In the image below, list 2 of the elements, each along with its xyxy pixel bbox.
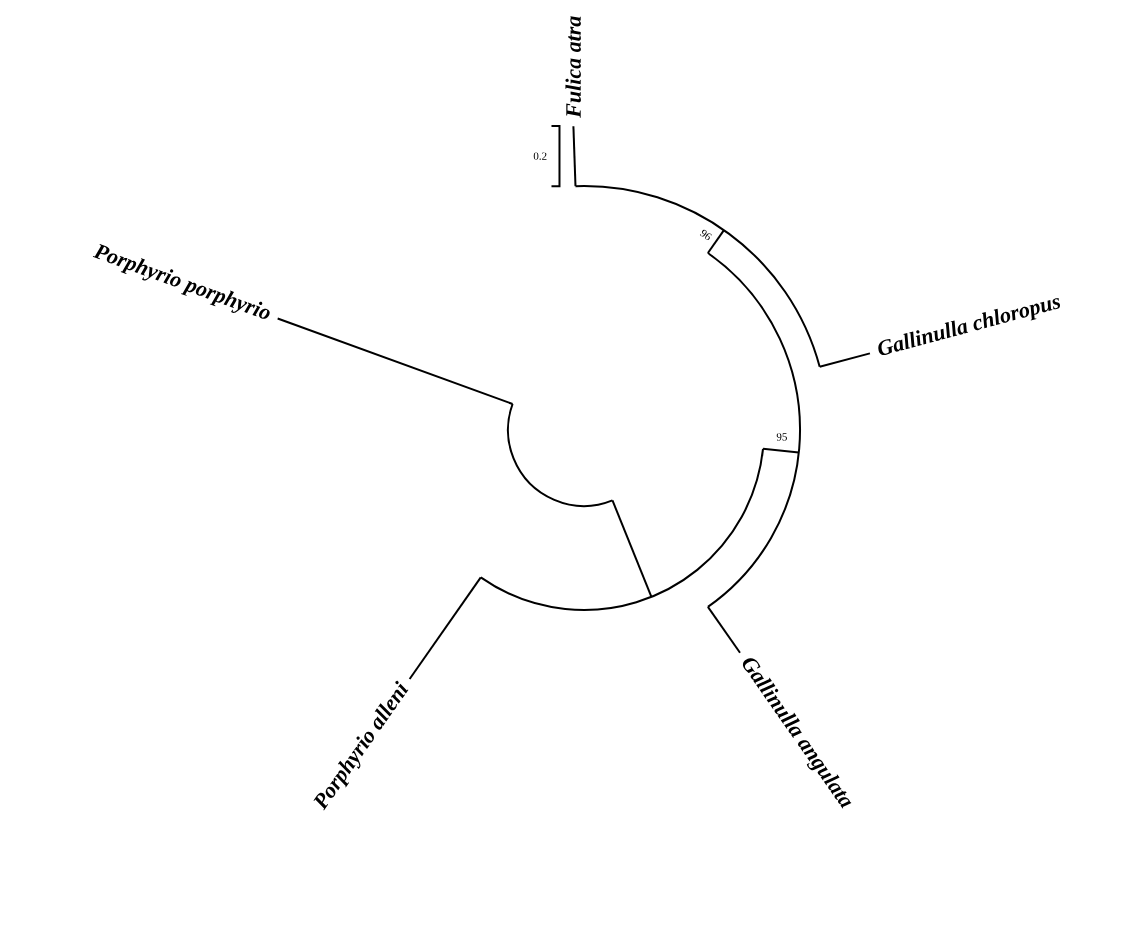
taxon-label: Fulica atra [565,16,581,118]
taxon-label: Gallinulla chloropus [878,297,1061,355]
